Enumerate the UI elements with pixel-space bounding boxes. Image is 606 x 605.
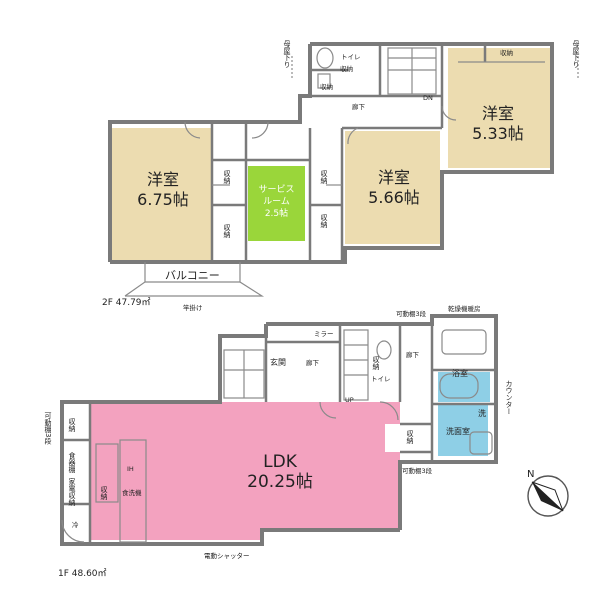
shelf-left-label: 可動棚3段 xyxy=(44,412,52,445)
western-room-a-fill xyxy=(112,128,212,260)
storage-2f-1: 収納 xyxy=(340,65,353,73)
shelf-bottom-label: 可動棚3段 xyxy=(402,467,433,475)
service-room-line1: サービス xyxy=(258,185,295,195)
pantry-label: 食器棚 xyxy=(68,452,76,473)
storage-2f-5: 収納 xyxy=(223,224,231,238)
service-room-fill xyxy=(248,166,305,241)
service-room-size: 2.5帖 xyxy=(264,209,289,219)
ldk-size: 20.25帖 xyxy=(247,472,313,492)
western-room-b-name: 洋室 xyxy=(377,168,410,187)
western-room-a-size: 6.75帖 xyxy=(137,190,189,209)
counter-label: カウンター xyxy=(505,380,513,415)
storage-2f-6: 収納 xyxy=(320,170,328,184)
western-room-c-fill xyxy=(448,48,550,168)
storage-2f-3: 収納 xyxy=(500,49,513,57)
down-label: DN xyxy=(423,94,433,102)
hanging-label: 竿掛け xyxy=(183,304,203,312)
storage-2f-4: 収納 xyxy=(223,170,231,184)
eave-left-label: 母屋下り xyxy=(283,40,291,68)
compass-icon xyxy=(527,475,569,517)
storage-2f-7: 収納 xyxy=(320,214,328,228)
shutter-label: 電動シャッター xyxy=(204,552,250,560)
toilet-1f-label: トイレ xyxy=(371,375,391,383)
fridge-label: 冷 xyxy=(72,521,79,529)
ldk-fill xyxy=(90,402,400,540)
bath-label: 浴室 xyxy=(452,369,468,378)
floor1-area-label: 1F 48.60㎡ xyxy=(58,569,107,579)
hall-1f-label: 廊下 xyxy=(306,359,319,367)
storage-1f-3: 収納 xyxy=(406,430,414,444)
washroom-label: 洗面室 xyxy=(446,427,470,436)
storage-2f-2: 収納 xyxy=(320,83,333,91)
western-room-b-fill xyxy=(345,131,440,244)
service-room-line2: ルーム xyxy=(263,197,290,207)
western-room-c-name: 洋室 xyxy=(481,104,514,123)
western-room-b-size: 5.66帖 xyxy=(368,188,420,207)
storage-1f-2: 収納 xyxy=(100,486,108,500)
mirror-label: ミラー xyxy=(314,330,334,338)
shelf-top-label: 可動棚3段 xyxy=(396,310,427,318)
floor1-fills xyxy=(90,372,490,540)
hall2-1f-label: 廊下 xyxy=(406,351,419,359)
western-room-b-label: 洋室 5.66帖 xyxy=(350,168,438,208)
appliance-label: 家電収納 xyxy=(68,478,76,506)
balcony-label: バルコニー xyxy=(165,269,220,282)
entrance-label: 玄関 xyxy=(270,358,286,367)
storage-1f-4: 収納 xyxy=(372,356,380,370)
up-label: UP xyxy=(345,396,354,404)
storage-1f-1: 収納 xyxy=(68,418,76,432)
dryer-label: 乾燥機暖房 xyxy=(448,305,481,313)
floor1-walls xyxy=(60,314,498,546)
toilet-2f-label: トイレ xyxy=(341,53,361,61)
stove-label: IH xyxy=(127,465,134,473)
hall-2f-label: 廊下 xyxy=(352,103,365,111)
washroom-fill xyxy=(438,404,488,456)
western-room-a-label: 洋室 6.75帖 xyxy=(118,170,208,210)
western-room-c-label: 洋室 5.33帖 xyxy=(452,104,544,144)
floor2-walls xyxy=(108,42,579,297)
service-room-label: サービス ルーム 2.5帖 xyxy=(248,184,305,220)
ldk-label: LDK 20.25帖 xyxy=(225,452,335,492)
floor2-area-label: 2F 47.79㎡ xyxy=(102,298,151,308)
western-room-a-name: 洋室 xyxy=(146,170,179,189)
eave-right-label: 母屋下り xyxy=(572,40,580,68)
dishwasher-label: 食洗機 xyxy=(122,489,142,497)
compass-label: N xyxy=(527,469,535,480)
ldk-name: LDK xyxy=(263,452,297,472)
western-room-c-size: 5.33帖 xyxy=(472,124,524,143)
laundry-label: 洗 xyxy=(478,409,486,418)
floor2-fills xyxy=(112,48,550,260)
